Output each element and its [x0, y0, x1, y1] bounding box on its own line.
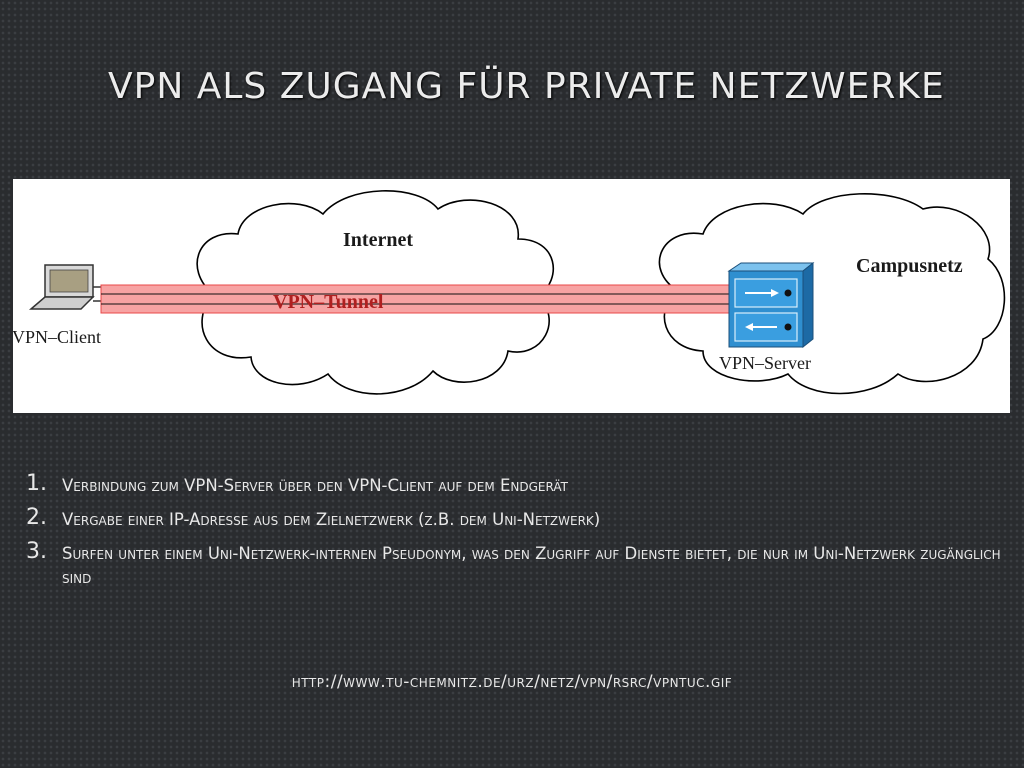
server-icon: [727, 261, 815, 349]
step-item-1: 1. Verbindung zum VPN-Server über den VP…: [26, 471, 1001, 498]
server-label: VPN–Server: [719, 353, 811, 373]
client-label: VPN–Client: [13, 327, 101, 347]
step-number: 2.: [26, 505, 47, 530]
step-text: Surfen unter einem Uni-Netzwerk-internen…: [62, 544, 1001, 587]
vpn-diagram: Internet Campusnetz VPN–Tunnel VPN–Clien…: [13, 179, 1010, 413]
slide-title: VPN als Zugang für private Netzwerke: [108, 66, 945, 107]
source-link[interactable]: http://www.tu-chemnitz.de/urz/netz/vpn/r…: [291, 672, 733, 692]
tunnel-label: VPN–Tunnel: [273, 291, 384, 313]
step-text: Vergabe einer IP-Adresse aus dem Zielnet…: [62, 510, 601, 529]
laptop-icon: [28, 264, 95, 310]
step-number: 3.: [26, 539, 47, 564]
step-item-2: 2. Vergabe einer IP-Adresse aus dem Ziel…: [26, 505, 1001, 532]
step-text: Verbindung zum VPN-Server über den VPN-C…: [62, 476, 568, 495]
step-number: 1.: [26, 471, 47, 496]
campus-label: Campusnetz: [856, 255, 963, 277]
steps-list: 1. Verbindung zum VPN-Server über den VP…: [26, 471, 1001, 600]
step-item-3: 3. Surfen unter einem Uni-Netzwerk-inter…: [26, 539, 1001, 590]
vpn-tunnel: [100, 284, 732, 314]
internet-label: Internet: [343, 229, 413, 251]
